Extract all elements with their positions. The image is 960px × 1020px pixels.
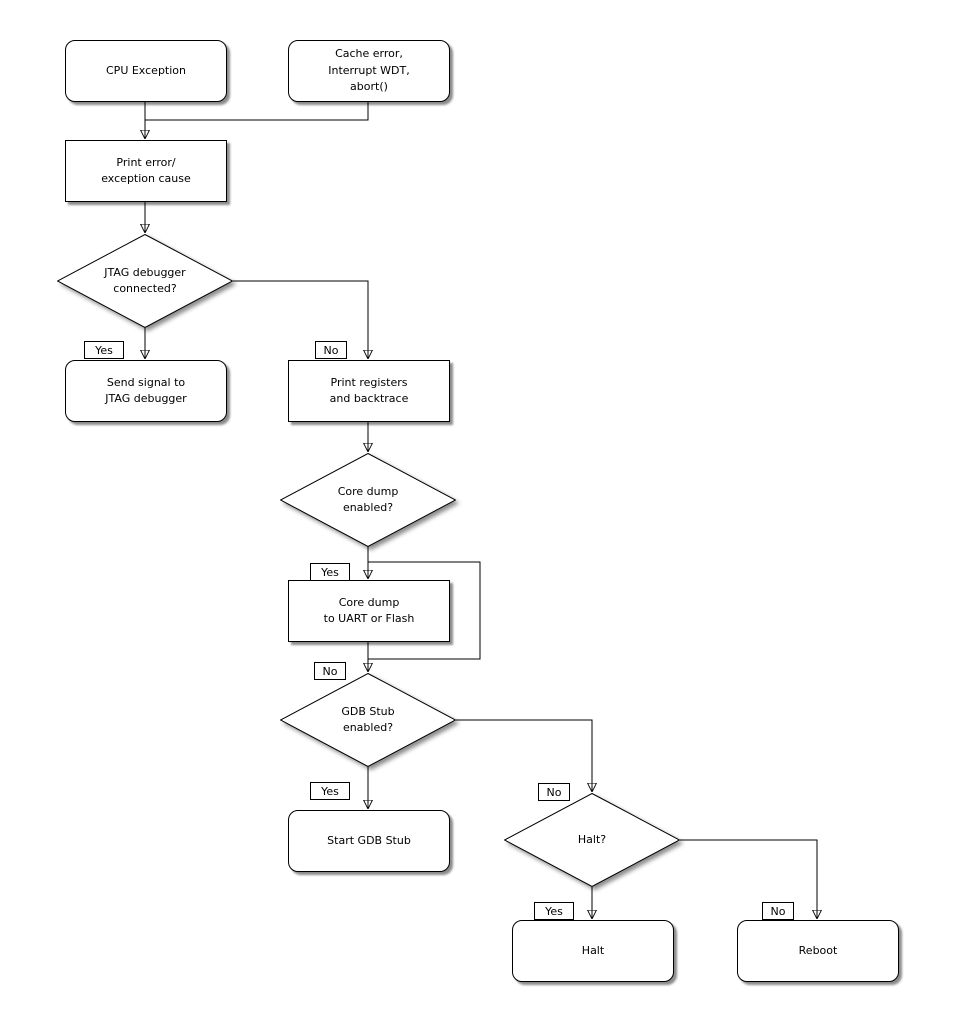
node-label: Cache error, Interrupt WDT, abort() [328,47,410,94]
edge-label-yes: Yes [310,563,350,581]
edge-label-yes: Yes [84,341,124,359]
node-cpu-exception: CPU Exception [65,40,227,102]
edge-label-no: No [762,902,794,920]
edge-label-no: No [538,783,570,801]
node-label: Halt? [577,832,607,846]
node-label: Start GDB Stub [327,833,411,847]
node-halt: Halt [512,920,674,982]
node-label: Print registers and backtrace [329,375,409,406]
diamond-shape [280,673,456,767]
edge-label-yes: Yes [310,782,350,800]
node-label: Reboot [798,943,838,957]
node-label: CPU Exception [106,63,186,77]
node-label: JTAG debugger connected? [104,265,186,296]
node-label: Print error/ exception cause [101,155,191,186]
decision-halt: Halt? [504,793,680,887]
node-label: Send signal to JTAG debugger [105,375,187,406]
decision-jtag-debugger-connected: JTAG debugger connected? [57,234,233,328]
edge-gdb-no-to-halt-diamond [456,719,592,792]
node-label: Halt [581,943,605,957]
diamond-shape [504,793,680,887]
edge-label-no: No [314,662,346,680]
decision-gdb-stub-enabled: GDB Stub enabled? [280,673,456,767]
node-cache-error: Cache error, Interrupt WDT, abort() [288,40,450,102]
edge-label-yes: Yes [534,902,574,920]
node-start-gdb-stub: Start GDB Stub [288,810,450,872]
decision-core-dump-enabled: Core dump enabled? [280,453,456,547]
edge-halt-no-to-reboot [680,839,817,919]
node-label: GDB Stub enabled? [341,704,395,735]
node-print-error-cause: Print error/ exception cause [65,140,227,202]
node-label: Core dump enabled? [337,484,399,515]
edge-cache-error-merge [145,100,369,121]
node-label: Core dump to UART or Flash [323,595,415,626]
diamond-shape [57,234,233,328]
node-send-signal-jtag: Send signal to JTAG debugger [65,360,227,422]
node-print-registers-backtrace: Print registers and backtrace [288,360,450,422]
diamond-shape [280,453,456,547]
edge-core-no-bypass [368,561,481,660]
node-reboot: Reboot [737,920,899,982]
edge-jtag-no-to-print-registers [233,280,368,359]
edge-label-no: No [315,341,347,359]
node-core-dump-uart-flash: Core dump to UART or Flash [288,580,450,642]
